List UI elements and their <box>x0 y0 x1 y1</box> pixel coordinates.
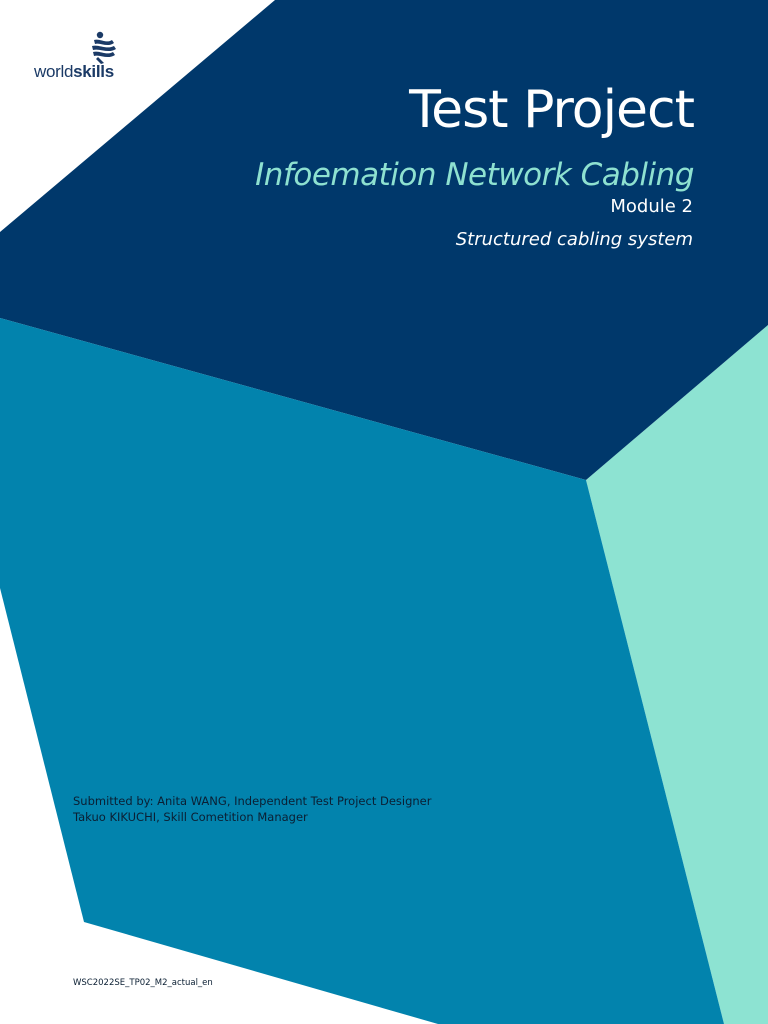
worldskills-figure-icon <box>92 31 116 64</box>
submitted-line-2: Takuo KIKUCHI, Skill Cometition Manager <box>73 810 308 824</box>
module-description: Structured cabling system <box>455 229 693 250</box>
wordmark-bold: skills <box>73 62 114 81</box>
worldskills-logo: worldskills <box>34 30 130 86</box>
submitted-line-1: Submitted by: Anita WANG, Independent Te… <box>73 794 432 808</box>
page-title: Test Project <box>409 80 695 140</box>
module-number: Module 2 <box>610 196 693 217</box>
submitted-by-block: Submitted by: Anita WANG, Independent Te… <box>73 793 432 825</box>
page-subtitle: Infoemation Network Cabling <box>255 157 694 193</box>
navy-panel <box>0 0 768 480</box>
worldskills-wordmark: worldskills <box>34 62 114 82</box>
mint-panel <box>586 325 768 1024</box>
document-code: WSC2022SE_TP02_M2_actual_en <box>73 978 213 988</box>
wordmark-plain: world <box>34 62 74 81</box>
teal-panel <box>0 318 724 1024</box>
